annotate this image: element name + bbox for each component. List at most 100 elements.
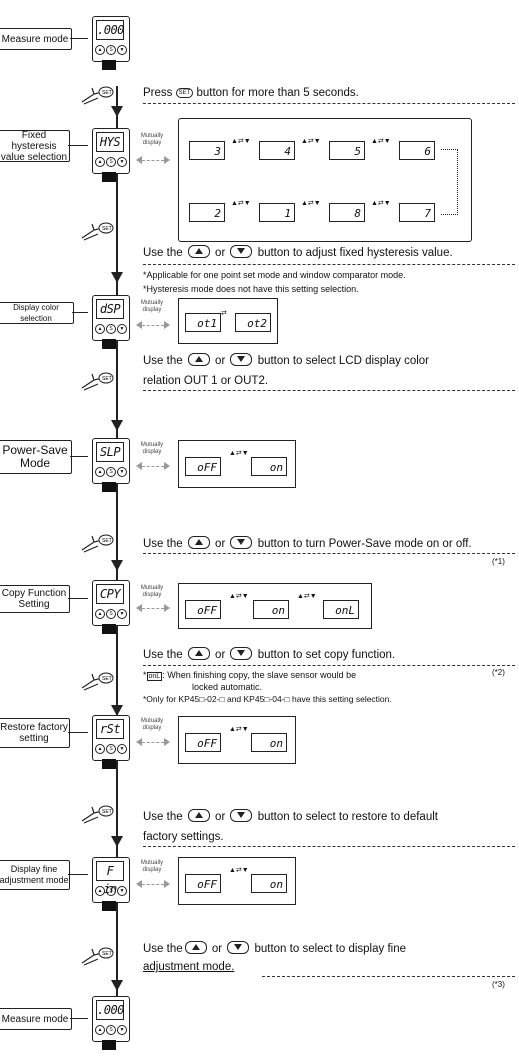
hand-press-icon: SET bbox=[80, 532, 114, 554]
hand-press-icon: SET bbox=[80, 803, 114, 825]
hand-press-icon: SET bbox=[80, 945, 114, 967]
arrow-down bbox=[111, 272, 123, 283]
mutual-arrow bbox=[136, 604, 170, 612]
slp-value: on bbox=[251, 457, 287, 476]
dashed-divider bbox=[143, 390, 515, 391]
arrow-down bbox=[111, 560, 123, 571]
step-copy-function: Copy Function Setting bbox=[0, 585, 70, 613]
svg-text:SET: SET bbox=[102, 226, 112, 232]
dashed-divider bbox=[143, 103, 515, 104]
hys-value: 2 bbox=[189, 203, 225, 222]
note-copy-1: *onL: When finishing copy, the slave sen… bbox=[143, 670, 357, 681]
lcd-display: HYS bbox=[96, 132, 124, 152]
slp-value: oFF bbox=[185, 457, 221, 476]
lcd-display: CPY bbox=[96, 584, 124, 604]
instruction-copy: Use the or button to set copy function. bbox=[143, 647, 396, 661]
mutual-arrow bbox=[136, 462, 170, 470]
mutually-display-label: Mutually display bbox=[140, 442, 164, 455]
device-icon: .000 ▲S▼ bbox=[92, 16, 130, 70]
note-hys-2: *Hysteresis mode does not have this sett… bbox=[143, 284, 359, 294]
step-measure-mode-end: Measure mode bbox=[0, 1008, 72, 1030]
svg-text:SET: SET bbox=[102, 538, 112, 544]
fin-value: oFF bbox=[185, 874, 221, 893]
instruction-press-set: Press SET button for more than 5 seconds… bbox=[143, 87, 359, 99]
svg-text:SET: SET bbox=[102, 676, 112, 682]
mutual-arrow bbox=[136, 738, 170, 746]
device-icon: CPY ▲S▼ bbox=[92, 580, 130, 634]
rst-value: oFF bbox=[185, 733, 221, 752]
instruction-display-color-2: relation OUT 1 or OUT2. bbox=[143, 375, 269, 387]
power-save-panel: oFF on ▲⇄▼ bbox=[178, 440, 296, 488]
mutual-arrow bbox=[136, 880, 170, 888]
lcd-display: .000 bbox=[96, 1000, 124, 1020]
instruction-restore: Use the or button to select to restore t… bbox=[143, 809, 438, 823]
instruction-fine-adjustment: Use the or button to select to display f… bbox=[143, 941, 406, 955]
dashed-divider bbox=[262, 976, 515, 977]
lcd-display: dSP bbox=[96, 299, 124, 319]
device-icon: .000 ▲S▼ bbox=[92, 996, 130, 1050]
cpy-value: oFF bbox=[185, 600, 221, 619]
mutual-arrow bbox=[136, 321, 170, 329]
svg-text:SET: SET bbox=[102, 90, 112, 96]
hand-press-icon: SET bbox=[80, 670, 114, 692]
device-icon: rSt ▲S▼ bbox=[92, 715, 130, 769]
arrow-down bbox=[111, 420, 123, 431]
arrow-down bbox=[111, 705, 123, 716]
flow-line bbox=[116, 86, 118, 1026]
note-copy-2: locked automatic. bbox=[192, 682, 263, 692]
hys-value: 4 bbox=[259, 141, 295, 160]
footnote-ref: (*2) bbox=[492, 668, 505, 677]
mutually-display-label: Mutually display bbox=[140, 133, 164, 146]
mutually-display-label: Mutually display bbox=[140, 718, 164, 731]
note-copy-3: *Only for KP45□-02-□ and KP45□-04-□ have… bbox=[143, 694, 392, 704]
instruction-fine-adjustment-2: adjustment mode. bbox=[143, 961, 235, 973]
copy-function-panel: oFF on onL ▲⇄▼▲⇄▼ bbox=[178, 583, 372, 629]
mutual-arrow bbox=[136, 156, 170, 164]
lcd-display: SLP bbox=[96, 442, 124, 462]
hysteresis-panel: 3 4 5 6 2 1 8 7 ▲⇄▼▲⇄▼▲⇄▼ ▲⇄▼▲⇄▼▲⇄▼ bbox=[178, 118, 472, 242]
hys-value: 1 bbox=[259, 203, 295, 222]
dashed-divider bbox=[143, 264, 515, 265]
lcd-display: .000 bbox=[96, 20, 124, 40]
hys-value: 8 bbox=[329, 203, 365, 222]
mutually-display-label: Mutually display bbox=[140, 585, 164, 598]
hys-value: 5 bbox=[329, 141, 365, 160]
fin-value: on bbox=[251, 874, 287, 893]
rst-value: on bbox=[251, 733, 287, 752]
instruction-restore-2: factory settings. bbox=[143, 831, 224, 843]
instruction-display-color: Use the or button to select LCD display … bbox=[143, 353, 429, 367]
hys-value: 7 bbox=[399, 203, 435, 222]
device-icon: dSP ▲S▼ bbox=[92, 295, 130, 349]
arrow-down bbox=[111, 106, 123, 117]
cpy-value: onL bbox=[323, 600, 359, 619]
step-fixed-hysteresis: Fixed hysteresis value selection bbox=[0, 130, 70, 163]
svg-text:SET: SET bbox=[102, 376, 112, 382]
note-hys-1: *Applicable for one point set mode and w… bbox=[143, 270, 406, 280]
step-display-fine-adjustment: Display fine adjustment mode bbox=[0, 860, 70, 890]
step-measure-mode: Measure mode bbox=[0, 28, 72, 50]
hys-value: 3 bbox=[189, 141, 225, 160]
hand-press-icon: SET bbox=[80, 220, 114, 242]
dsp-value: ot2 bbox=[235, 313, 271, 332]
display-color-panel: ot1 ot2 ⇄ bbox=[178, 298, 278, 344]
dashed-divider bbox=[143, 665, 515, 666]
step-label: Measure mode bbox=[1, 33, 69, 45]
instruction-power-save: Use the or button to turn Power-Save mod… bbox=[143, 536, 472, 550]
arrow-down bbox=[111, 836, 123, 847]
hand-press-icon: SET bbox=[80, 370, 114, 392]
dsp-value: ot1 bbox=[185, 313, 221, 332]
lcd-display: rSt bbox=[96, 719, 124, 739]
svg-text:SET: SET bbox=[102, 809, 112, 815]
device-icon: HYS ▲S▼ bbox=[92, 128, 130, 182]
mutually-display-label: Mutually display bbox=[140, 860, 164, 873]
fine-adjustment-panel: oFF on ▲⇄▼ bbox=[178, 857, 296, 905]
footnote-ref: (*1) bbox=[492, 557, 505, 566]
svg-text:SET: SET bbox=[102, 951, 112, 957]
step-restore-factory: Restore factory setting bbox=[0, 718, 70, 748]
device-icon: F in ▲S▼ bbox=[92, 857, 130, 911]
footnote-ref: (*3) bbox=[492, 980, 505, 989]
instruction-hysteresis: Use the or button to adjust fixed hyster… bbox=[143, 245, 453, 259]
hand-press-icon: SET bbox=[80, 84, 114, 106]
restore-factory-panel: oFF on ▲⇄▼ bbox=[178, 716, 296, 764]
step-display-color: Display color selection bbox=[0, 302, 74, 324]
